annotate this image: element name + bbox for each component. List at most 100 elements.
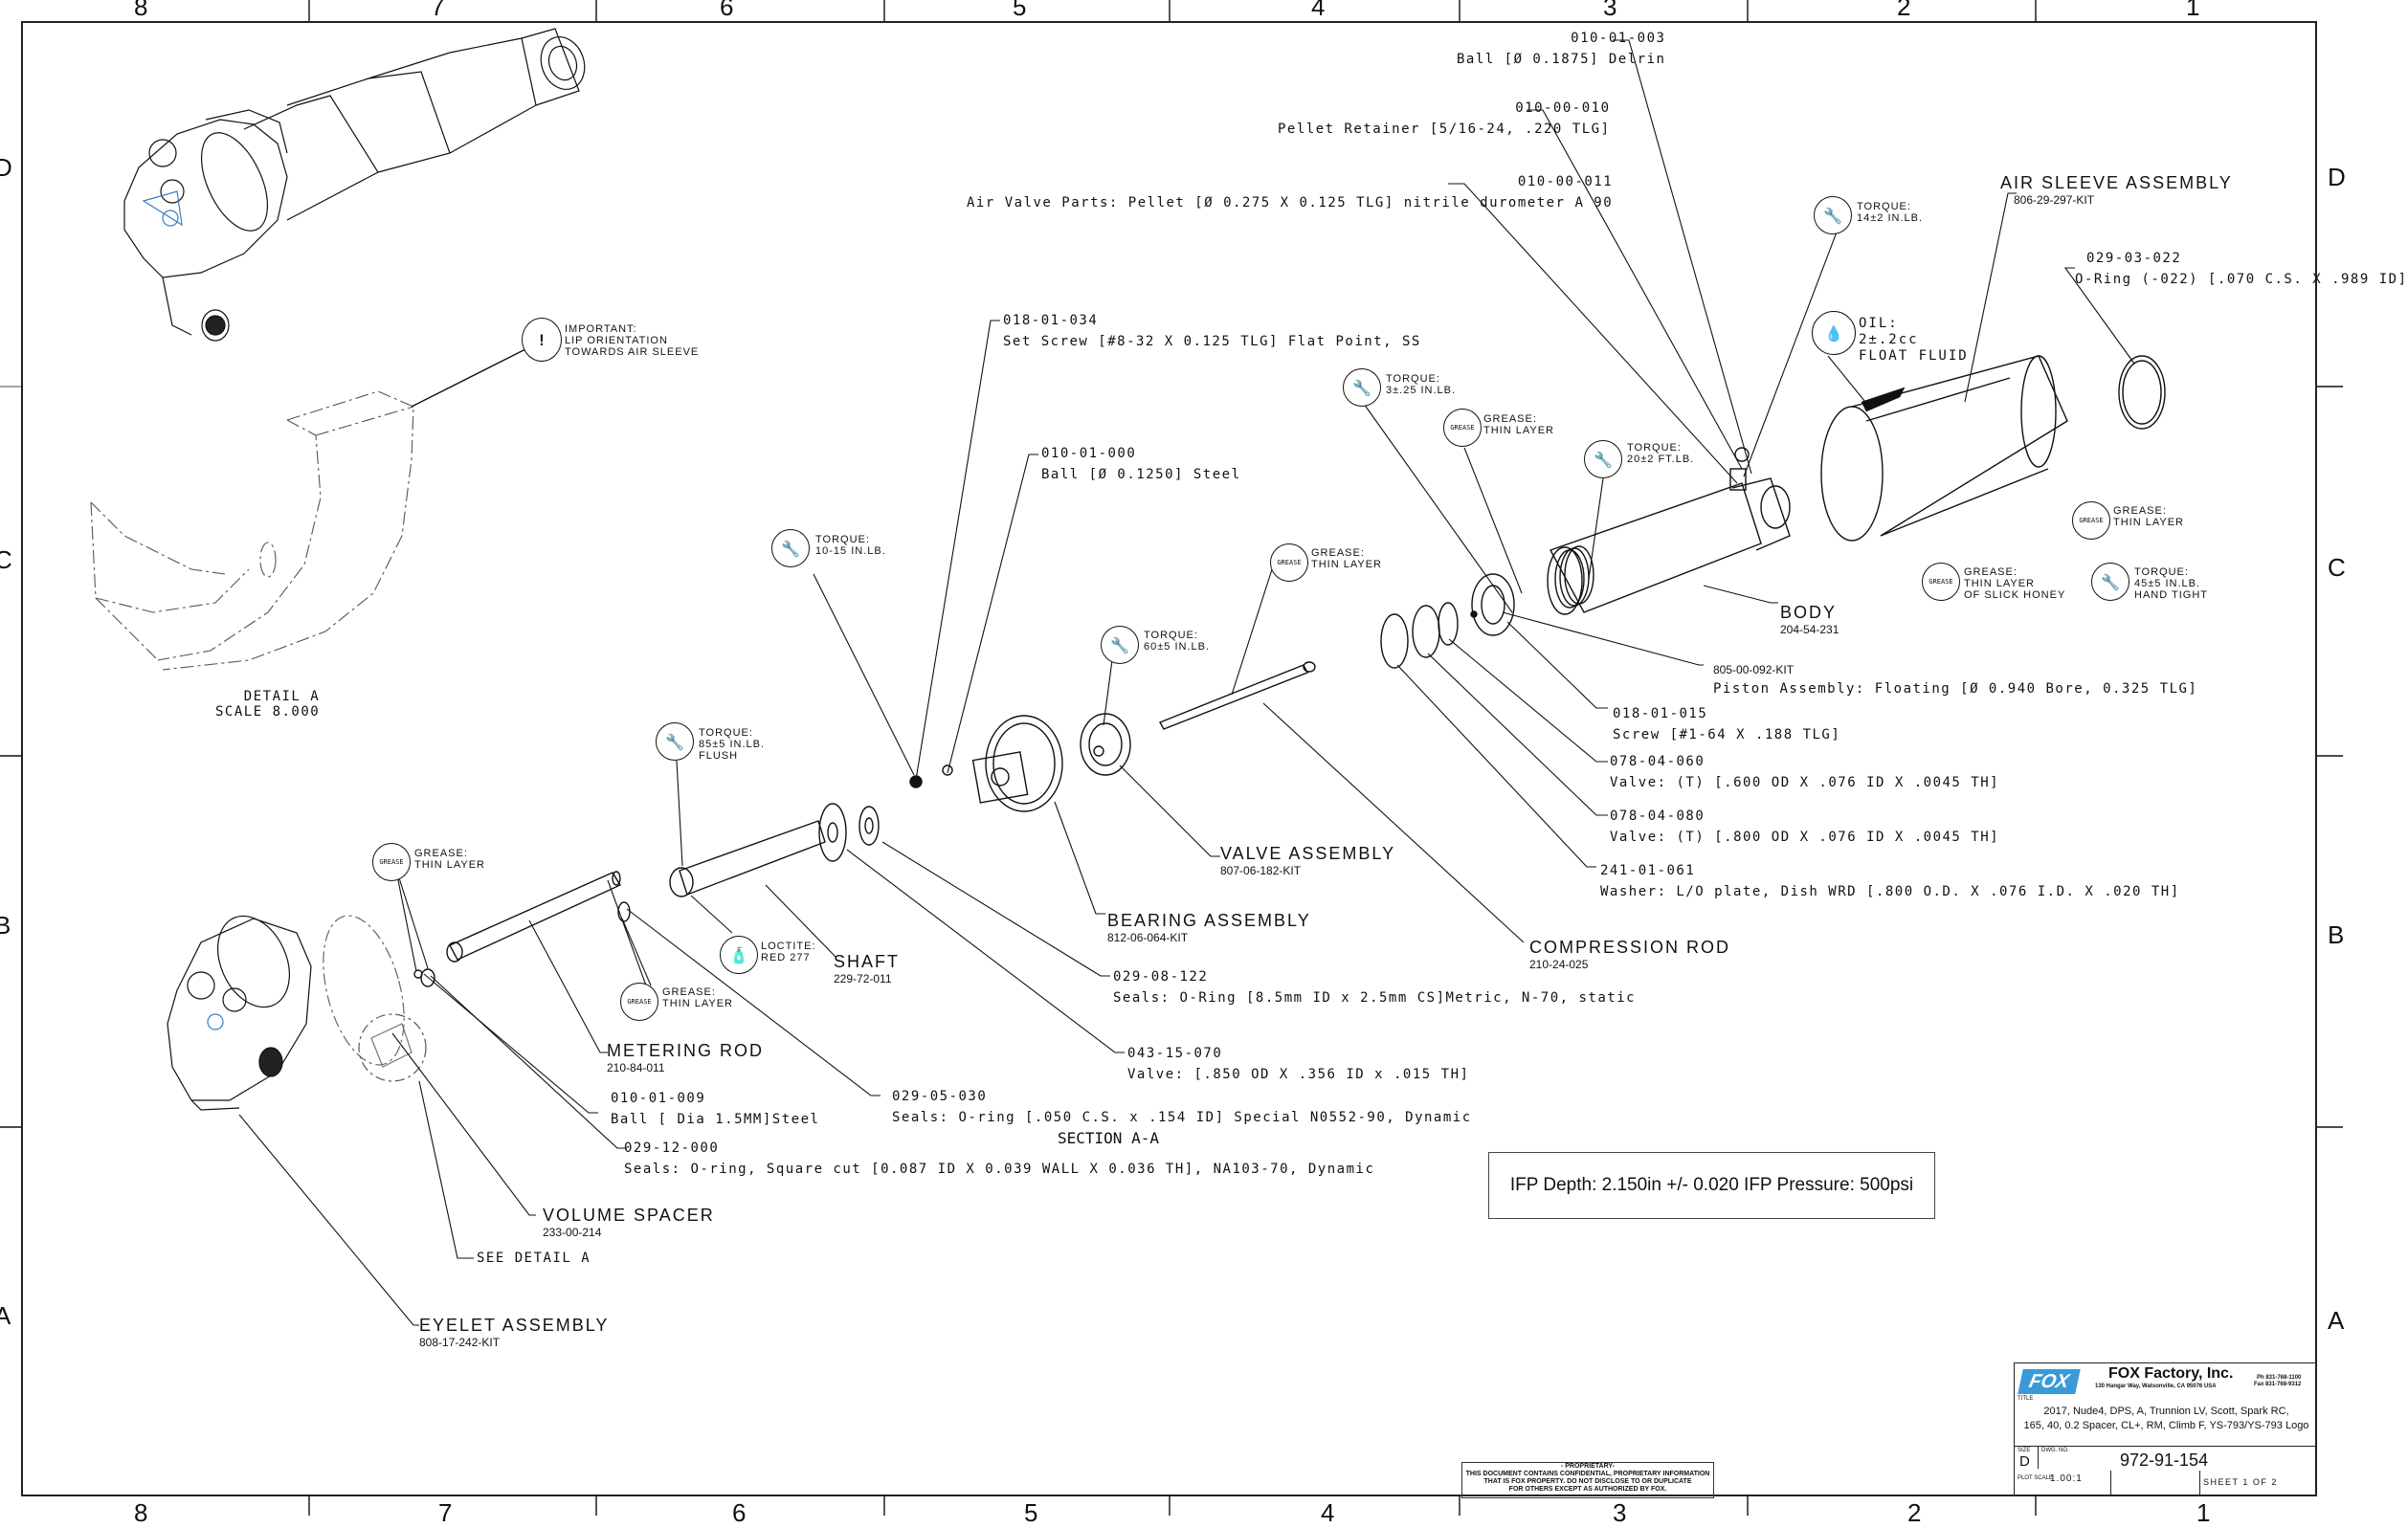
label-metering-rod: METERING ROD 210-84-011 [607, 1041, 764, 1074]
zone-left-D: D [0, 153, 12, 182]
label-eyelet-assembly: EYELET ASSEMBLY 808-17-242-KIT [419, 1316, 609, 1349]
callout-set-screw: 018-01-034 Set Screw [#8-32 X 0.125 TLG]… [1003, 313, 1421, 349]
assembly-part-number: 210-84-011 [607, 1061, 665, 1074]
assembly-name: EYELET ASSEMBLY [419, 1316, 610, 1335]
section-label: SECTION A-A [1058, 1129, 1159, 1147]
assembly-name: VOLUME SPACER [543, 1206, 715, 1225]
assembly-part-number: 210-24-025 [1529, 958, 1589, 971]
callout-seal-029-08-122: 029-08-122 Seals: O-Ring [8.5mm ID x 2.5… [1113, 969, 1636, 1006]
zone-right-B: B [2328, 920, 2345, 949]
zone-top-4: 4 [1311, 0, 1326, 21]
assembly-name: COMPRESSION ROD [1529, 938, 1731, 957]
assembly-name: AIR SLEEVE ASSEMBLY [2000, 173, 2233, 192]
part-description: Washer: L/O plate, Dish WRD [.800 O.D. X… [1600, 884, 2180, 899]
part-number: 241-01-061 [1600, 863, 1696, 878]
zone-top-6: 6 [720, 0, 734, 21]
detail-a-lip [90, 390, 414, 671]
part-number: 029-12-000 [624, 1140, 720, 1156]
callout-pellet-retainer: 010-00-010 Pellet Retainer [5/16-24, .22… [1278, 100, 1611, 137]
assembly-part-number: 806-29-297-KIT [2014, 193, 2095, 207]
part-description: Set Screw [#8-32 X 0.125 TLG] Flat Point… [1003, 334, 1421, 349]
note-grease-rod: GREASE:THIN LAYER [1311, 547, 1382, 570]
company-contact: Ph 831-768-1100 Fax 831-768-9312 [2254, 1375, 2301, 1388]
title-label: TITLE [2018, 1396, 2034, 1402]
part-number: 078-04-060 [1610, 754, 1706, 769]
note-grease-metering: GREASE:THIN LAYER [662, 986, 733, 1009]
part-number: 078-04-080 [1610, 808, 1706, 824]
grease-icon: GREASE [620, 983, 658, 1021]
callout-seal-029-12-000: 029-12-000 Seals: O-ring, Square cut [0.… [624, 1140, 1374, 1177]
zone-bottom-7: 7 [438, 1498, 453, 1527]
zone-bottom-5: 5 [1024, 1498, 1038, 1527]
part-number: 010-01-003 [1571, 31, 1666, 46]
label-body: BODY 204-54-231 [1780, 603, 1839, 636]
see-detail-a-label: SEE DETAIL A [477, 1251, 591, 1266]
piston-stack-parts [1380, 573, 1515, 669]
title-block: FOX FOX Factory, Inc. 130 Hangar Way, Wa… [2014, 1362, 2317, 1496]
callout-oring-022: 029-03-022 O-Ring (-022) [.070 C.S. X .9… [2075, 251, 2408, 287]
wrench-icon: 🔧 [1584, 440, 1622, 478]
set-screw-ball [909, 764, 953, 788]
zone-bottom-4: 4 [1321, 1498, 1335, 1527]
bearing-assembly-part [971, 715, 1063, 812]
part-description: Seals: O-Ring [8.5mm ID x 2.5mm CS]Metri… [1113, 990, 1637, 1006]
zone-bottom-3: 3 [1613, 1498, 1627, 1527]
part-number: 010-01-009 [611, 1091, 706, 1106]
dwg-no-label: DWG. NO. [2041, 1448, 2069, 1453]
assembly-name: BODY [1780, 603, 1838, 622]
company-name: FOX Factory, Inc. [2108, 1365, 2234, 1382]
note-grease-sleeve: GREASE:THIN LAYER [2113, 505, 2184, 528]
sheet-number: SHEET 1 OF 2 [2203, 1477, 2278, 1487]
dwg-no-value: 972-91-154 [2120, 1450, 2209, 1470]
compression-rod-part [1158, 661, 1316, 730]
drawing-title: 2017, Nude4, DPS, A, Trunnion LV, Scott,… [2015, 1405, 2318, 1433]
plot-scale-label: PLOT SCALE [2018, 1475, 2053, 1481]
part-number: 043-15-070 [1127, 1046, 1223, 1061]
zone-ticks [0, 0, 2343, 1516]
detail-scale: SCALE 8.000 [215, 704, 321, 720]
part-number: 029-08-122 [1113, 969, 1209, 985]
wrench-icon: 🔧 [1814, 196, 1852, 234]
assembly-part-number: 808-17-242-KIT [419, 1336, 501, 1349]
zone-right-C: C [2328, 553, 2346, 582]
divider [2015, 1446, 2316, 1447]
grease-icon: GREASE [2072, 501, 2110, 540]
note-loctite: LOCTITE:RED 277 [761, 941, 816, 963]
part-number: 805-00-092-KIT [1713, 663, 1795, 676]
phone: Ph 831-768-1100 [2257, 1375, 2302, 1381]
grease-icon: GREASE [1922, 563, 1960, 601]
label-valve-assembly: VALVE ASSEMBLY 807-06-182-KIT [1220, 844, 1395, 877]
zone-bottom-2: 2 [1907, 1498, 1922, 1527]
label-compression-rod: COMPRESSION ROD 210-24-025 [1529, 938, 1730, 971]
air-sleeve-part [1820, 355, 2166, 542]
zone-top-8: 8 [134, 0, 148, 21]
zone-left-B: B [0, 911, 11, 940]
assembly-name: METERING ROD [607, 1041, 765, 1060]
title-line-1: 2017, Nude4, DPS, A, Trunnion LV, Scott,… [2043, 1406, 2289, 1417]
ifp-spec-box: IFP Depth: 2.150in +/- 0.020 IFP Pressur… [1488, 1152, 1935, 1219]
zone-top-1: 1 [2186, 0, 2200, 21]
valve-assembly-part [1080, 713, 1131, 776]
zone-bottom-6: 6 [732, 1498, 747, 1527]
part-description: Seals: O-ring, Square cut [0.087 ID X 0.… [624, 1162, 1375, 1177]
callout-valve-600: 078-04-060 Valve: (T) [.600 OD X .076 ID… [1610, 754, 1999, 790]
label-air-sleeve-assembly: AIR SLEEVE ASSEMBLY 806-29-297-KIT [2000, 173, 2233, 207]
wrench-icon: 🔧 [2091, 563, 2129, 601]
zone-top-3: 3 [1603, 0, 1617, 21]
leader-lines [238, 39, 2135, 1326]
part-description: Pellet Retainer [5/16-24, .220 TLG] [1278, 122, 1611, 137]
title-line-2: 165, 40, 0.2 Spacer, CL+, RM, Climb F, Y… [2023, 1420, 2309, 1431]
part-number: 029-05-030 [892, 1089, 988, 1104]
part-description: Ball [ Dia 1.5MM]Steel [611, 1112, 820, 1127]
note-torque-20: TORQUE:20±2 FT.LB. [1627, 442, 1695, 465]
drawing-line-art [0, 0, 2343, 1516]
size-label: SIZE [2018, 1448, 2031, 1453]
wrench-icon: 🔧 [1101, 626, 1139, 664]
divider [2110, 1471, 2111, 1495]
note-torque-45: TORQUE:45±5 IN.LB.HAND TIGHT [2134, 566, 2209, 601]
zone-right-A: A [2328, 1306, 2345, 1335]
label-volume-spacer: VOLUME SPACER 233-00-214 [543, 1206, 715, 1239]
